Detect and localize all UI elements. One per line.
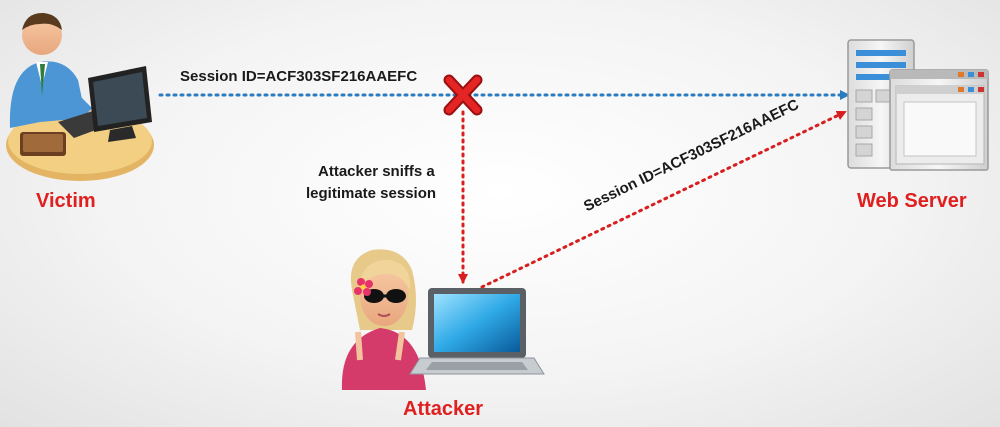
victim-label: Victim bbox=[36, 190, 96, 212]
web-server-label: Web Server bbox=[857, 190, 967, 212]
sniff-label-line1: Attacker sniffs a bbox=[318, 163, 435, 180]
attacker-label: Attacker bbox=[403, 398, 484, 420]
attacker-to-server-flow bbox=[480, 110, 847, 289]
session-id-label-top: Session ID=ACF303SF216AAEFC bbox=[180, 68, 418, 85]
red-x-icon bbox=[443, 74, 483, 116]
person-at-computer-icon bbox=[6, 12, 154, 181]
web-server-icon bbox=[847, 39, 989, 171]
sniff-label-line2: legitimate session bbox=[306, 185, 437, 202]
attacker-with-laptop-icon bbox=[341, 249, 545, 390]
